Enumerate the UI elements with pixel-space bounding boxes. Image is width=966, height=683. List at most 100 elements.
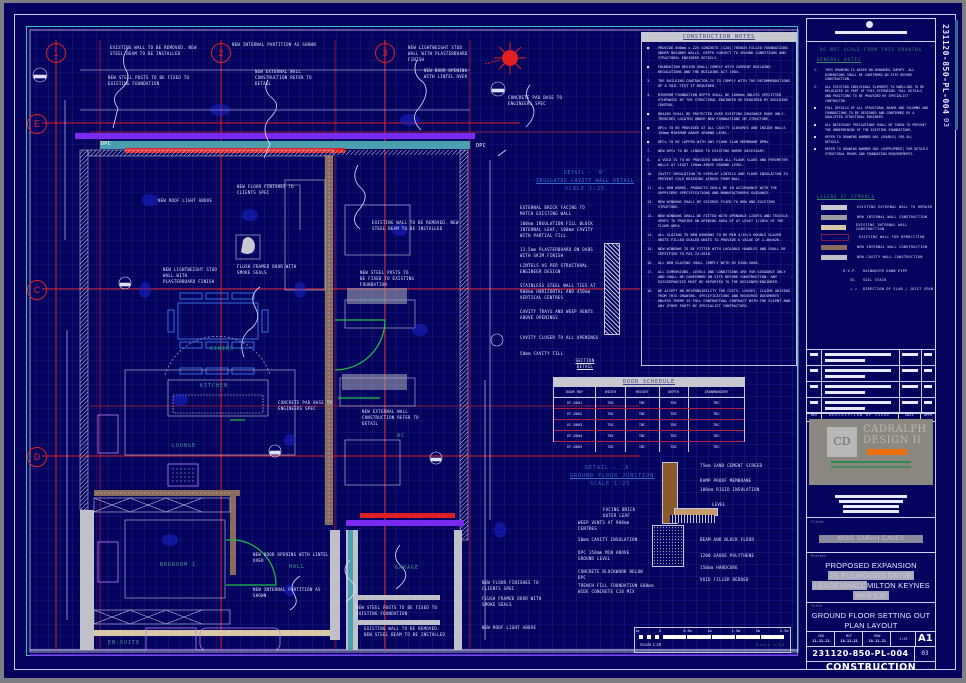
project-postcode: MK6 5JE bbox=[853, 591, 889, 600]
note-text: REFER TO DRAWING NUMBER 001 (DOUBLE) FOR… bbox=[825, 135, 913, 144]
sheet-border bbox=[14, 14, 956, 670]
legend-label: EXISTING WALL FOR DEMOLITION bbox=[859, 235, 925, 239]
note-number: 8. bbox=[647, 158, 652, 162]
note-number: 16. bbox=[647, 261, 654, 265]
scale-label: Scale 1:25 bbox=[640, 642, 662, 647]
schedule-cell: TBC bbox=[595, 408, 626, 420]
symbol-key: R.V.P. bbox=[842, 269, 857, 273]
plan-note: FLUSH FRAMED DOOR WITH SMOKE SEALS bbox=[237, 264, 300, 275]
schedule-cell: TBC bbox=[595, 430, 626, 442]
scale-tick-label: 2m bbox=[755, 629, 761, 633]
note-number: ■ bbox=[814, 122, 816, 127]
scale-tick-label: 1.5m bbox=[731, 629, 741, 633]
room-label: DINING bbox=[210, 346, 235, 352]
dpc-tag: DPC bbox=[476, 143, 486, 149]
detail-note: CONCRETE BLOCKWORK BELOW DPC bbox=[578, 569, 643, 580]
general-note: ■FULL DETAILS OF ALL STRUCTURAL BEAMS AN… bbox=[809, 106, 933, 120]
plan-note: NEW INTERNAL PARTITION AS SHOWN bbox=[232, 42, 316, 47]
drawing-title-line2: PLAN LAYOUT bbox=[844, 621, 898, 630]
plan-note: NEW STEEL POSTS TO BE FIXED TO EXISTING … bbox=[356, 605, 440, 616]
demolition-wall-lower bbox=[360, 513, 455, 518]
signoff-initials: CRG bbox=[817, 634, 825, 638]
legend-item: NEW INTERNAL WALL CONSTRUCTION bbox=[821, 243, 927, 251]
symbol-key: ◂ ◂ bbox=[849, 287, 857, 291]
detail-note: 50mm CAVITY INSULATION bbox=[578, 537, 638, 542]
detail-subtitle: INSULATED CAVITY WALL DETAIL bbox=[535, 178, 635, 184]
room-label: BEDROOM 1 bbox=[160, 562, 197, 568]
plan-note: NEW EXTERNAL WALL CONSTRUCTION REFER TO … bbox=[362, 409, 422, 426]
construction-note: 3. THE BUILDING CONTRACTOR IS TO COMPLY W… bbox=[642, 79, 796, 89]
grid-marker-d: D bbox=[27, 447, 47, 467]
legend-swatch bbox=[821, 224, 847, 230]
side-scroll-indicator bbox=[955, 20, 958, 130]
note-text: CAVITY INSULATION TO OVERLAP LINTELS AND… bbox=[658, 172, 788, 181]
note-text: THE BUILDING CONTRACTOR IS TO COMPLY WIT… bbox=[658, 79, 790, 88]
project-locality: LEADENHALL bbox=[812, 581, 867, 590]
construction-notes-title: CONSTRUCTION NOTES bbox=[642, 33, 796, 42]
symbol-label: SOIL STACK bbox=[863, 278, 887, 282]
detail-note: WEEP VENTS AT 900mm CENTRES bbox=[578, 520, 633, 531]
logo-brand-bar bbox=[867, 449, 907, 455]
note-number: ■ bbox=[647, 112, 650, 116]
schedule-header: DOOR REF bbox=[554, 387, 597, 398]
plan-note: CONCRETE PAD BASE TO ENGINEERS SPEC bbox=[278, 400, 333, 411]
rug-icon bbox=[241, 237, 255, 254]
legend-swatch bbox=[821, 214, 847, 220]
schedule-cell: TBC bbox=[625, 441, 660, 452]
note-number: ■ bbox=[647, 126, 650, 130]
schedule-cell: TBC bbox=[625, 408, 660, 420]
schedule-cell: TBC bbox=[595, 397, 626, 409]
construction-note: 13.NEW WINDOWS SHALL BE FITTED WITH OPEN… bbox=[642, 214, 796, 229]
detail-footer: SECTION bbox=[575, 358, 595, 363]
schedule-cell: TBC bbox=[659, 419, 689, 431]
construction-note: 7.NEW DPCs TO BE LINKED TO EXISTING WHER… bbox=[642, 149, 796, 154]
general-note: 1.THIS DRAWING IS BASED ON DRAWINGS SURV… bbox=[809, 68, 933, 82]
redacted-bar bbox=[839, 500, 903, 503]
plan-note: NEW EXTERNAL WALL CONSTRUCTION REFER TO … bbox=[255, 69, 315, 86]
client-name: MISS SARAH CAVES bbox=[819, 535, 923, 543]
detail-title: DETAIL - 'A' bbox=[585, 465, 634, 471]
plan-note: FLUSH FRAMED DOOR WITH SMOKE SEALS bbox=[482, 596, 545, 607]
schedule-cell: TBC bbox=[659, 408, 689, 420]
logo-name-line1: CADRALPH bbox=[863, 424, 927, 435]
revision-row bbox=[807, 349, 935, 366]
note-number: 3. bbox=[647, 79, 652, 83]
note-text: MINIMUM FOUNDATION DEPTH SHALL BE 1000mm… bbox=[658, 93, 788, 107]
note-text: DRAINS SHALL BE PROTECTED OVER EXISTING … bbox=[658, 112, 786, 121]
note-text: ALL GLAZING TO NEW WINDOWS TO BE MIN 4/1… bbox=[658, 233, 782, 242]
redacted-bar bbox=[835, 495, 907, 498]
scale-note: Scale 1:25 bbox=[756, 642, 785, 647]
note-number: ■ bbox=[814, 106, 816, 111]
schedule-cell: TBC bbox=[595, 419, 626, 431]
detail-scale: SCALE 1:25 bbox=[590, 481, 631, 487]
construction-note: 10.CAVITY INSULATION TO OVERLAP LINTELS … bbox=[642, 172, 796, 182]
note-text: DPCs TO BE LAPPED WITH ANY FLOOR SLAB ME… bbox=[658, 140, 771, 144]
construction-note: 11.ALL NEW WORKS, PRODUCTS SHALL BE IN A… bbox=[642, 186, 796, 196]
symbol-key: SS. bbox=[849, 278, 857, 282]
note-number: 17. bbox=[647, 270, 654, 274]
room-label: LOUNGE bbox=[172, 443, 197, 449]
general-note: ■ALL NECESSARY PRECAUTIONS SHALL BE TAKE… bbox=[809, 123, 933, 132]
note-number: 2. bbox=[814, 84, 818, 89]
plan-note: NEW ROOF LIGHT ABOVE bbox=[158, 198, 213, 203]
drawing-status: CONSTRUCTION bbox=[825, 662, 917, 673]
schedule-cell: EF.D005 bbox=[554, 441, 597, 452]
section-markers bbox=[32, 67, 506, 465]
general-note: ■REFER TO DRAWING NUMBER 001 (DOUBLE) FO… bbox=[809, 135, 933, 144]
plan-note: NEW STEEL POSTS TO BE FIXED TO EXISTING … bbox=[360, 270, 415, 287]
schedule-cell: TBC bbox=[625, 419, 660, 431]
note-number: ■ bbox=[647, 140, 650, 144]
schedule-cell: EF.D001 bbox=[554, 397, 597, 409]
dimension-lines bbox=[64, 69, 491, 640]
general-note: 2. ALL EXISTING INDIVIDUAL ELEMENTS TO DW… bbox=[809, 85, 933, 103]
note-text: ALL EXISTING INDIVIDUAL ELEMENTS TO DWEL… bbox=[825, 84, 925, 103]
schedule-cell: EF.D003 bbox=[554, 419, 597, 431]
detail-note: 150mm HARDCORE bbox=[700, 565, 738, 570]
note-number: 7. bbox=[647, 149, 652, 153]
door-schedule-title: DOOR SCHEDULE bbox=[554, 378, 744, 387]
detail-note: CAVITY TRAYS AND WEEP VENTS ABOVE OPENIN… bbox=[520, 309, 596, 320]
detail-note: 50mm CAVITY FILL bbox=[520, 351, 564, 356]
inner-frame-line bbox=[29, 29, 799, 653]
